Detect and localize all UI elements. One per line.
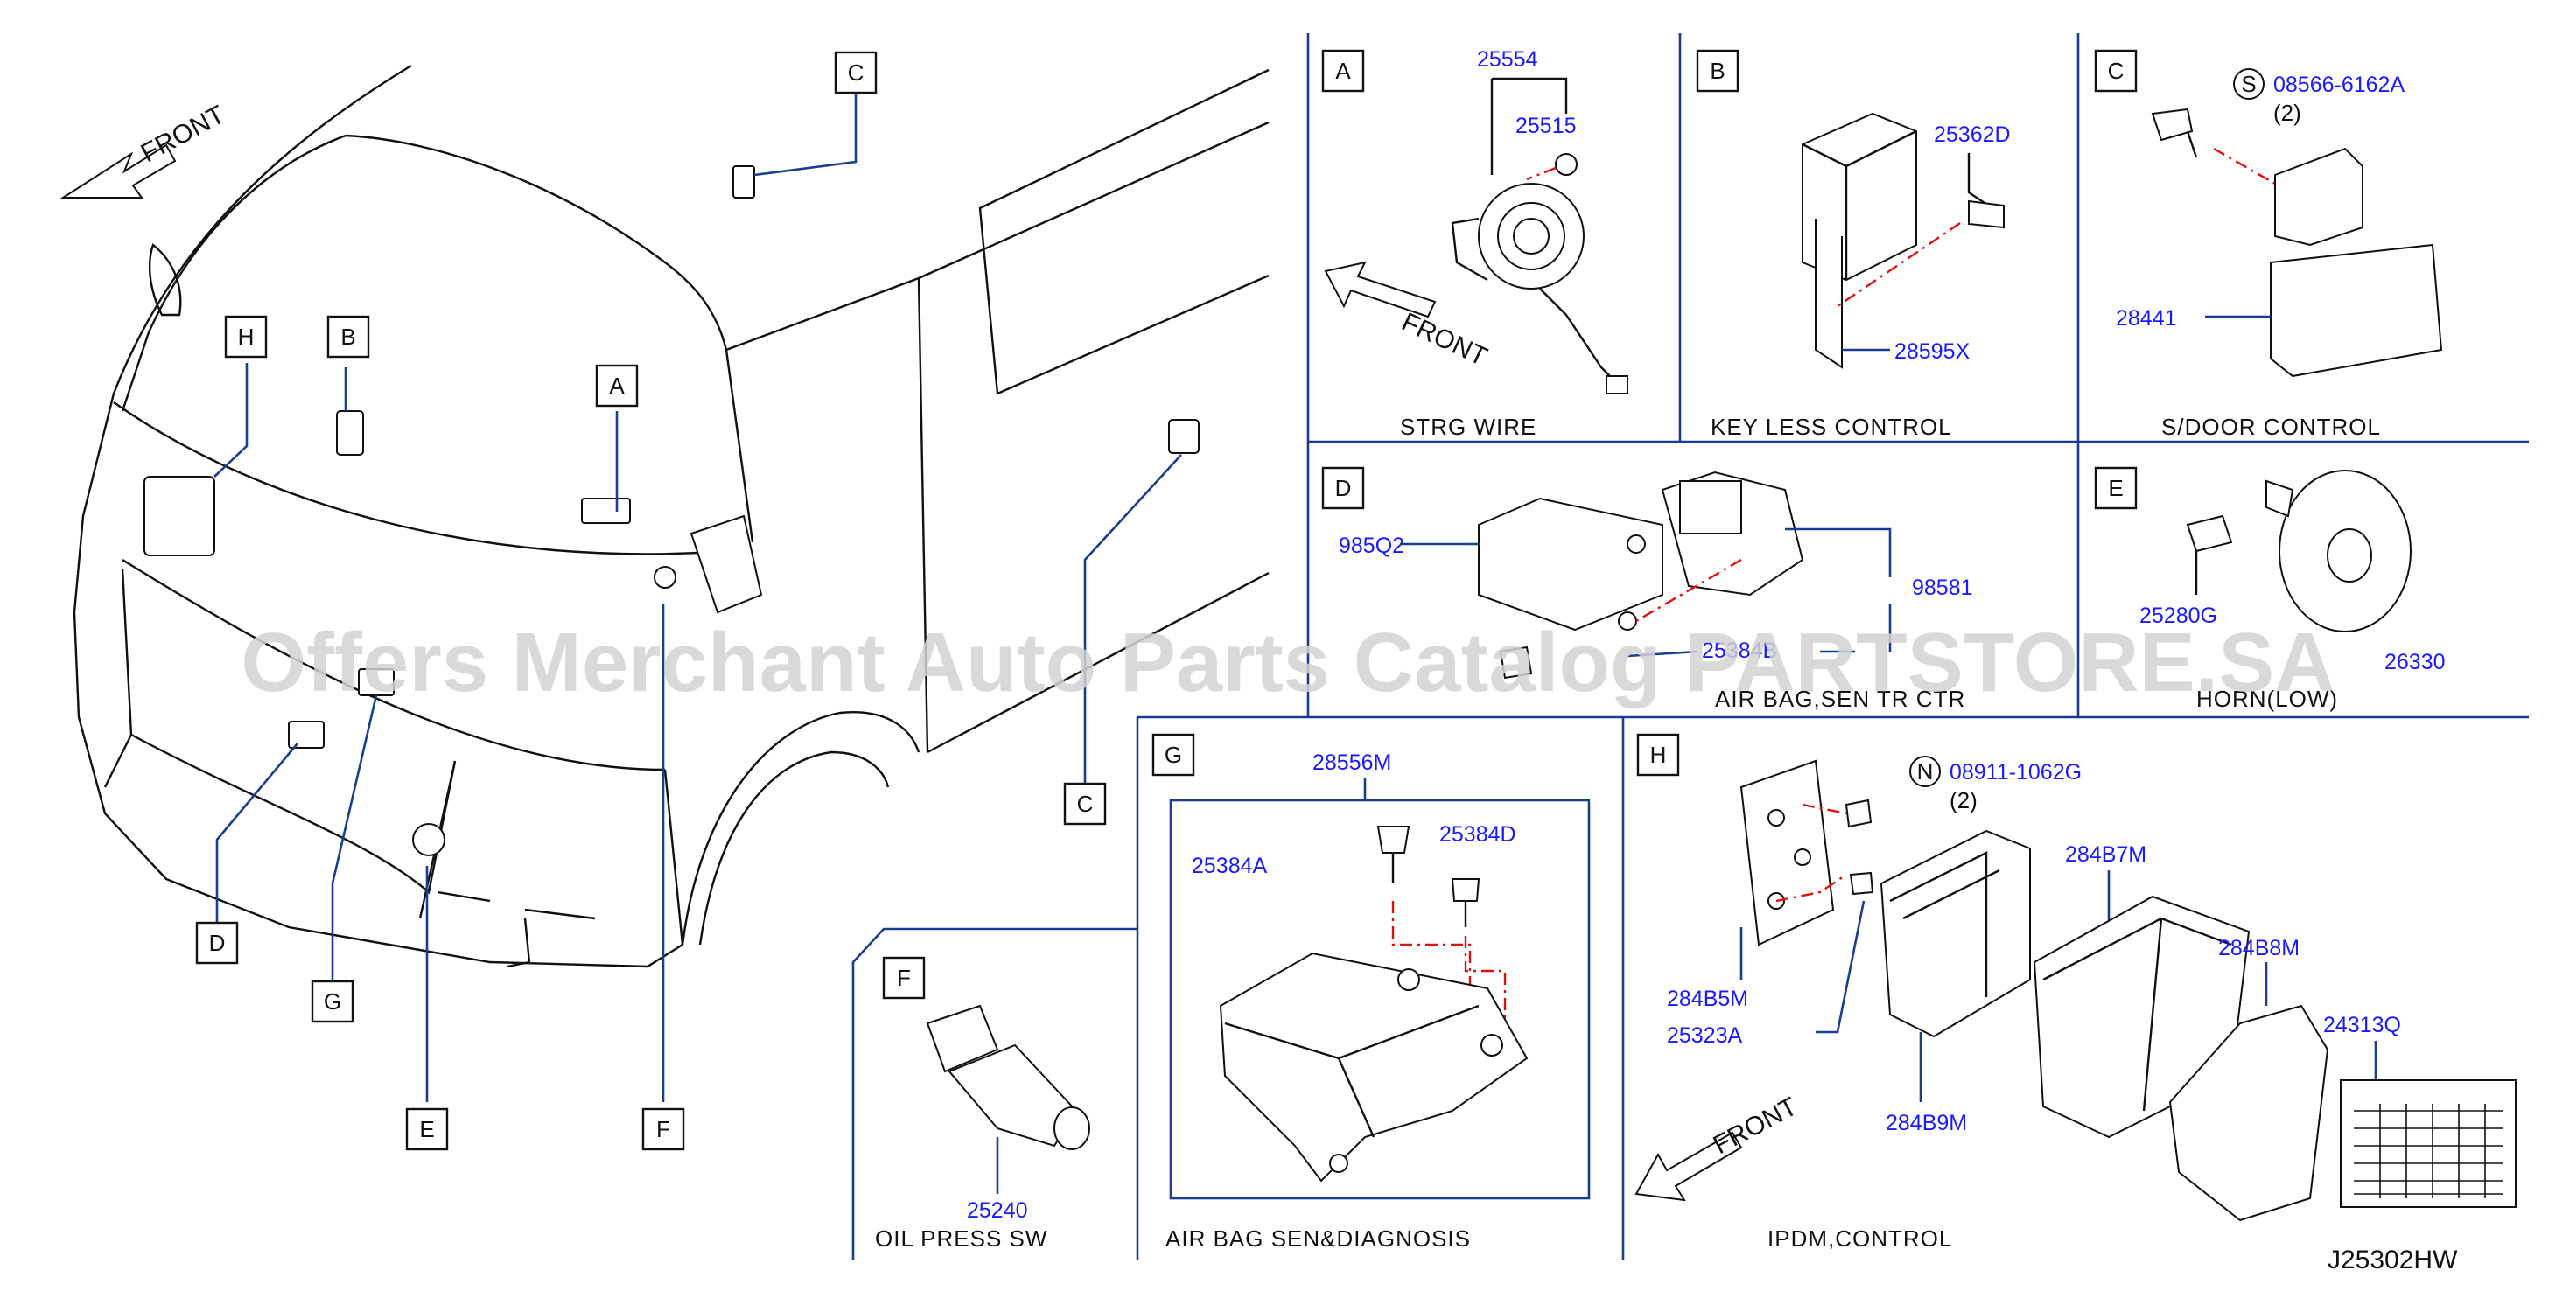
- panel-e-letter: E: [2108, 475, 2123, 501]
- panel-h-part-284b7m: 284B7M: [2065, 842, 2146, 867]
- panel-d-caption: AIR BAG,SEN TR CTR: [1715, 686, 1965, 712]
- callout-c-bottom: C: [1077, 791, 1094, 817]
- ipdm-bracket-icon: [1740, 759, 1835, 946]
- panel-g-part-25384a: 25384A: [1192, 854, 1268, 878]
- ipdm-case-icon: [1880, 829, 2031, 1038]
- panel-e-part-25280g: 25280G: [2139, 604, 2217, 628]
- panel-f: F 25240 OIL PRESS SW: [875, 956, 1090, 1252]
- panel-e: E 25280G 26330 HORN(LOW): [2094, 466, 2446, 712]
- front-arrow-h-icon: [1634, 1131, 1743, 1202]
- vehicle-callouts: C B H A C D G E F: [195, 51, 1107, 1151]
- callout-d: D: [209, 930, 226, 956]
- panel-b-caption: KEY LESS CONTROL: [1711, 414, 1952, 440]
- front-label-vehicle: FRONT: [136, 101, 230, 169]
- panel-c-part-28441: 28441: [2116, 306, 2177, 331]
- ipdm-cover-icon: [2168, 1004, 2329, 1222]
- panel-f-part-25240: 25240: [967, 1198, 1028, 1223]
- callout-h: H: [238, 324, 255, 350]
- panel-h-part-284b9m: 284B9M: [1886, 1111, 1967, 1135]
- sdoor-control-unit-icon: [2274, 147, 2363, 247]
- panel-a-part-25515: 25515: [1516, 114, 1577, 138]
- callout-f: F: [656, 1116, 670, 1142]
- callout-b: B: [340, 324, 355, 350]
- panel-c-qty: (2): [2273, 100, 2301, 126]
- airbag-module-icon: [1219, 952, 1529, 1183]
- panel-d-letter: D: [1335, 475, 1352, 501]
- panel-c-letter: C: [2108, 58, 2124, 84]
- callout-c-top: C: [848, 59, 864, 86]
- fuse-label-icon: [2340, 1079, 2516, 1208]
- panel-d-part-985q2: 985Q2: [1339, 534, 1404, 558]
- callout-g: G: [324, 988, 341, 1015]
- panel-g-caption: AIR BAG SEN&DIAGNOSIS: [1166, 1225, 1471, 1252]
- panel-g-letter: G: [1165, 742, 1182, 768]
- panel-h-part-284b8m: 284B8M: [2218, 936, 2300, 960]
- callout-e: E: [419, 1116, 434, 1142]
- bracket-985q2-icon: [1478, 497, 1663, 632]
- panel-h: H N 08911-1062G (2) 284B5M 25323A 284B9M…: [1634, 733, 2516, 1252]
- panel-h-part-25323a: 25323A: [1667, 1023, 1743, 1048]
- panel-b: B 28595X 25362D KEY LESS CONTROL: [1696, 49, 2011, 440]
- panel-f-letter: F: [897, 965, 911, 991]
- panel-g-part-28556m: 28556M: [1312, 750, 1391, 775]
- panel-h-caption: IPDM,CONTROL: [1768, 1225, 1952, 1252]
- panel-d: D 985Q2 98581 25384B AIR BAG,SEN TR CTR: [1321, 466, 1973, 712]
- watermark-text: Offers Merchant Auto Parts Catalog PARTS…: [241, 616, 2334, 709]
- vehicle-drawing: FRONT: [60, 64, 1270, 1102]
- panel-b-letter: B: [1710, 58, 1725, 84]
- panel-d-part-98581: 98581: [1912, 576, 1973, 600]
- panel-f-caption: OIL PRESS SW: [875, 1225, 1047, 1252]
- front-label-a: FRONT: [1397, 307, 1492, 372]
- panel-e-part-26330: 26330: [2384, 650, 2446, 674]
- front-label-h: FRONT: [1709, 1092, 1802, 1161]
- panel-a: A 25554 25515 FRONT STRG WIRE: [1321, 47, 1628, 440]
- panel-c-caption: S/DOOR CONTROL: [2161, 414, 2381, 440]
- panel-c-part-08566-6162a: 08566-6162A: [2273, 73, 2404, 97]
- panel-b-part-28595x: 28595X: [1894, 339, 1970, 364]
- front-arrow-icon: [60, 143, 177, 199]
- diagram-code: J25302HW: [2328, 1246, 2458, 1274]
- panel-b-part-25362d: 25362D: [1934, 122, 2011, 147]
- panel-c-symbol-s: S: [2241, 71, 2256, 97]
- panel-e-caption: HORN(LOW): [2196, 686, 2338, 712]
- panel-a-caption: STRG WIRE: [1400, 414, 1536, 440]
- panel-h-letter: H: [1650, 742, 1667, 768]
- panel-c: C S 08566-6162A (2) 28441 S/DOOR CONTROL: [2094, 49, 2443, 440]
- front-arrow-a-icon: [1324, 261, 1437, 318]
- panel-a-part-25554: 25554: [1477, 47, 1538, 72]
- panel-a-letter: A: [1335, 58, 1351, 84]
- callout-a: A: [609, 373, 625, 399]
- panel-h-part-284b5m: 284B5M: [1667, 987, 1748, 1011]
- panel-g-part-25384d: 25384D: [1439, 822, 1516, 847]
- panel-h-part-24313q: 24313Q: [2323, 1013, 2401, 1037]
- panel-h-part-08911-1062g: 08911-1062G: [1950, 760, 2082, 785]
- panel-borders: [851, 33, 2529, 1260]
- panel-g: G 28556M 25384A 25384D AIR BAG SEN&DIAGN…: [1152, 733, 1591, 1252]
- panel-h-symbol-n: N: [1917, 758, 1934, 785]
- panel-h-qty: (2): [1950, 787, 1978, 813]
- panel-d-part-25384b: 25384B: [1702, 639, 1777, 663]
